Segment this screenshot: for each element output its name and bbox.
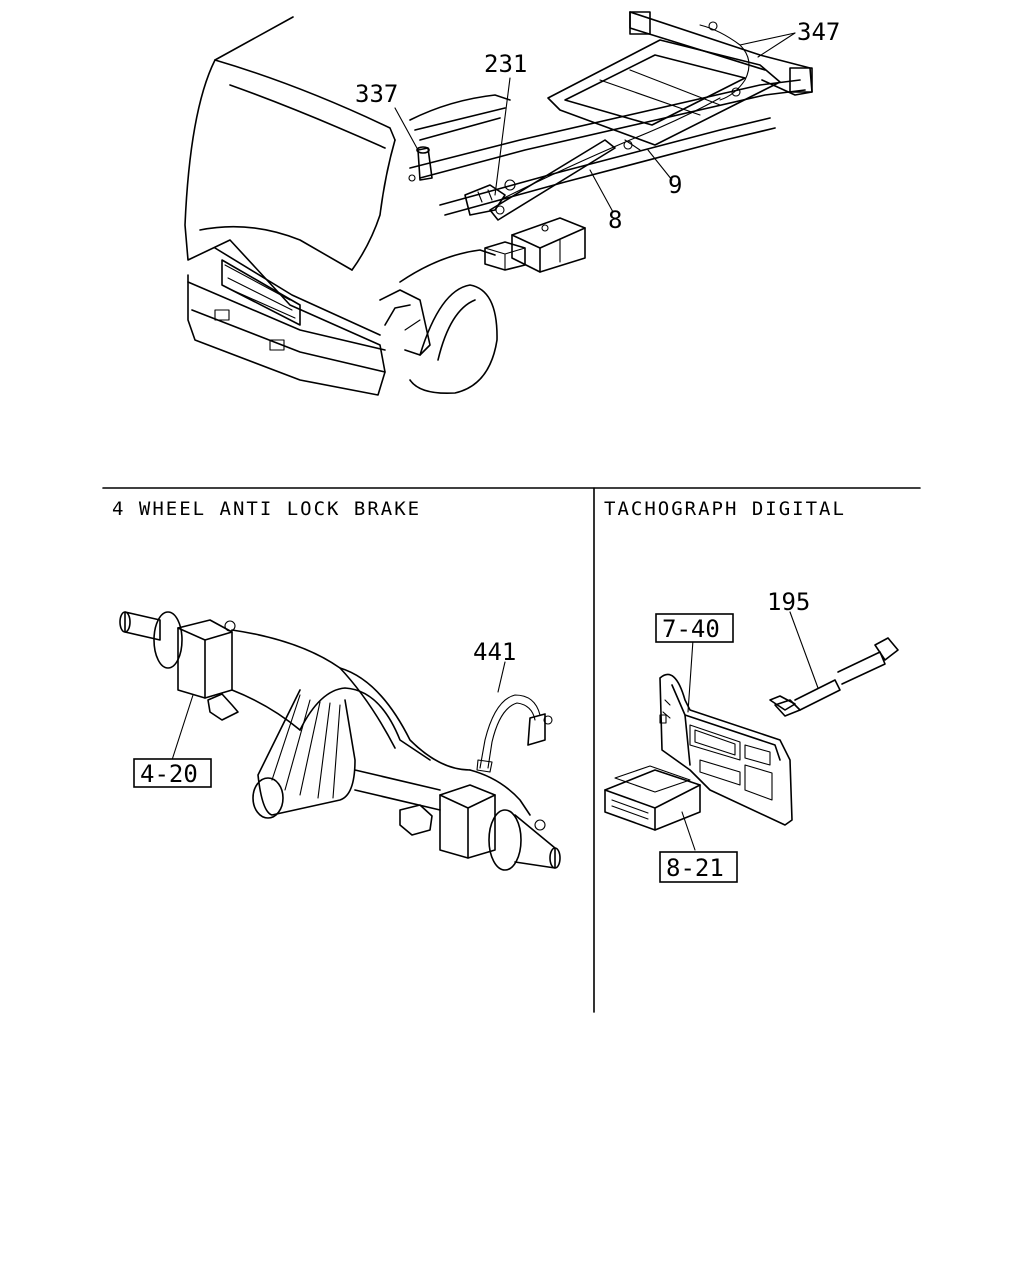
chassis-frame-drawing	[408, 11, 813, 273]
truck-cab-drawing	[184, 16, 511, 396]
tachograph-panel-drawing	[604, 637, 899, 831]
leader-8-21	[681, 811, 696, 851]
callout-231: 231	[484, 50, 527, 78]
callout-337: 337	[355, 80, 398, 108]
ref-7-40-label: 7-40	[662, 615, 720, 643]
ref-box-4-20[interactable]: 4-20	[133, 758, 212, 788]
leader-441	[497, 661, 506, 693]
section-title-tachograph: TACHOGRAPH DIGITAL	[604, 498, 846, 520]
leader-7-40	[687, 639, 694, 713]
rear-axle-drawing	[119, 611, 561, 871]
callout-441: 441	[473, 638, 516, 666]
ref-4-20-label: 4-20	[140, 760, 198, 788]
ref-8-21-label: 8-21	[666, 854, 724, 882]
section-title-abs: 4 WHEEL ANTI LOCK BRAKE	[112, 498, 421, 520]
top-leader-lines	[394, 32, 796, 213]
callout-347: 347	[797, 18, 840, 46]
ref-box-8-21[interactable]: 8-21	[659, 851, 738, 883]
leader-4-20	[171, 694, 194, 761]
callout-9: 9	[668, 171, 682, 199]
ref-box-7-40[interactable]: 7-40	[655, 613, 734, 643]
callout-195: 195	[767, 588, 810, 616]
callout-8: 8	[608, 206, 622, 234]
leader-195	[789, 611, 819, 689]
